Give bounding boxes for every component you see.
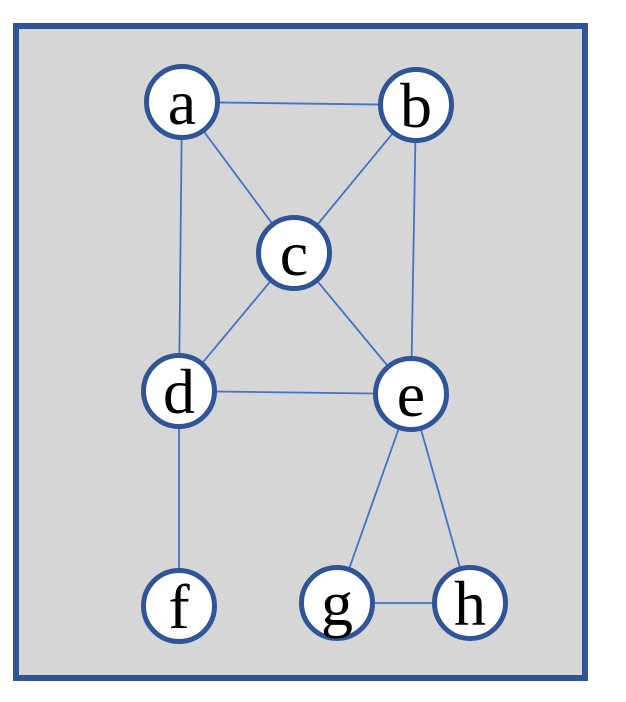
node-label-e: e: [397, 359, 425, 430]
edge-a-b: [181, 101, 417, 106]
edge-d-e: [178, 390, 412, 395]
frame-border: [13, 23, 588, 681]
node-label-f: f: [168, 571, 190, 642]
node-circle-c[interactable]: [256, 215, 332, 291]
node-label-b: b: [400, 70, 432, 141]
edge-a-d: [178, 101, 183, 392]
node-c[interactable]: c: [256, 215, 332, 291]
node-a[interactable]: a: [144, 64, 220, 140]
node-b[interactable]: b: [378, 67, 454, 143]
node-label-c: c: [280, 218, 308, 289]
node-label-d: d: [163, 356, 195, 427]
node-circle-g[interactable]: [299, 565, 375, 641]
node-circle-a[interactable]: [144, 64, 220, 140]
node-label-a: a: [168, 67, 196, 138]
edge-b-e: [410, 104, 417, 395]
node-h[interactable]: h: [432, 565, 508, 641]
node-circle-e[interactable]: [373, 356, 449, 432]
node-circle-b[interactable]: [378, 67, 454, 143]
node-f[interactable]: f: [141, 568, 217, 644]
node-label-h: h: [454, 568, 486, 639]
node-d[interactable]: d: [141, 353, 217, 429]
node-circle-h[interactable]: [432, 565, 508, 641]
node-e[interactable]: e: [373, 356, 449, 432]
node-label-g: g: [321, 568, 353, 639]
node-circle-d[interactable]: [141, 353, 217, 429]
node-circle-f[interactable]: [141, 568, 217, 644]
node-g[interactable]: g: [299, 565, 375, 641]
